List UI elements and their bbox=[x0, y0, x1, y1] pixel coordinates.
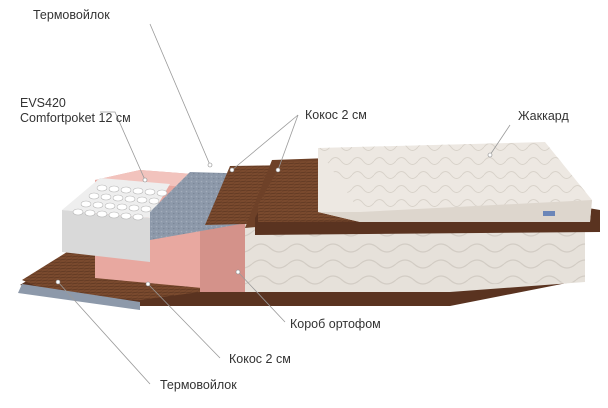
leader-dot-coconut-bottom bbox=[145, 281, 151, 287]
spring-top bbox=[100, 193, 112, 201]
spring-top bbox=[120, 212, 132, 220]
leader-springs bbox=[100, 111, 146, 181]
spring-top bbox=[88, 192, 100, 200]
label-top-felt: Термовойлок bbox=[33, 8, 110, 22]
leader-top-felt bbox=[149, 23, 211, 166]
spring-top bbox=[84, 209, 96, 217]
spring-top bbox=[132, 187, 144, 195]
spring-top bbox=[112, 194, 124, 202]
spring-top bbox=[120, 186, 132, 194]
leader-dot-jacquard bbox=[487, 152, 493, 158]
spring-top bbox=[140, 205, 152, 213]
label-bottom-felt: Термовойлок bbox=[160, 378, 237, 392]
leader-dot-box bbox=[235, 269, 241, 275]
spring-top bbox=[108, 185, 120, 193]
spring-top bbox=[136, 196, 148, 204]
label-springs-line1: EVS420 bbox=[20, 96, 66, 110]
spring-top bbox=[156, 189, 168, 197]
spring-top bbox=[92, 201, 104, 209]
label-coconut-top: Кокос 2 см bbox=[305, 108, 367, 122]
spring-top bbox=[128, 204, 140, 212]
spring-top bbox=[148, 197, 160, 205]
leader-dot-bottom-felt bbox=[55, 279, 61, 285]
leader-box-orthofoam bbox=[237, 271, 286, 323]
spring-top bbox=[132, 213, 144, 221]
leader-dot-coconut-b bbox=[275, 167, 281, 173]
spring-top bbox=[72, 208, 84, 216]
spring-top bbox=[108, 211, 120, 219]
leader-jacquard bbox=[489, 124, 511, 156]
label-springs-line2: Comfortpoket 12 см bbox=[20, 111, 131, 125]
label-box-orthofoam: Короб ортофом bbox=[290, 317, 381, 331]
spring-top bbox=[96, 210, 108, 218]
leader-bottom-felt bbox=[57, 281, 151, 385]
leader-dot-top-felt bbox=[207, 162, 213, 168]
leader-coconut-top-a bbox=[231, 114, 299, 171]
spring-top bbox=[124, 195, 136, 203]
leader-coconut-top-b bbox=[277, 114, 299, 171]
leader-dot-coconut-a bbox=[229, 167, 235, 173]
leader-coconut-bottom bbox=[147, 283, 221, 359]
bottom-felt-layer bbox=[18, 284, 140, 310]
mattress-side-fabric bbox=[245, 218, 585, 292]
spring-top bbox=[96, 184, 108, 192]
spring-top bbox=[116, 203, 128, 211]
leader-dot-springs bbox=[142, 177, 148, 183]
pocket-springs-block bbox=[62, 178, 170, 262]
spring-top bbox=[104, 202, 116, 210]
label-jacquard: Жаккард bbox=[518, 109, 569, 123]
label-coconut-bottom: Кокос 2 см bbox=[229, 352, 291, 366]
spring-top bbox=[144, 188, 156, 196]
spring-top bbox=[80, 200, 92, 208]
jacquard-top-cover bbox=[318, 142, 592, 222]
